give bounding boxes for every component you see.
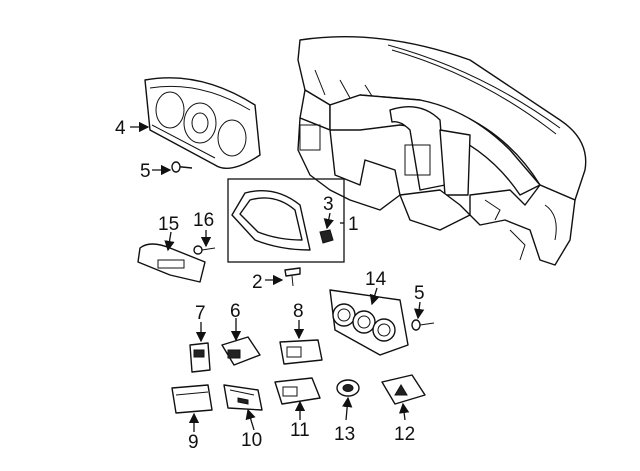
screw-5-right [411,319,435,331]
callout-11: 11 [290,420,310,441]
callout-labels: 1 2 3 4 5 5 6 7 8 9 10 11 12 13 14 15 16 [115,118,425,453]
switch-6 [221,336,261,366]
leader-lines [130,121,425,432]
callout-9: 9 [188,432,199,453]
callout-6: 6 [230,301,241,322]
callout-2: 2 [252,272,263,293]
cluster-bezel [231,190,311,251]
callout-10: 10 [241,430,262,451]
callout-7: 7 [195,303,206,324]
assembly-group-box [227,178,345,263]
callout-1: 1 [348,214,359,235]
callout-5-right: 5 [414,283,425,304]
screw-16 [193,245,216,255]
callout-16: 16 [193,210,214,231]
switch-10 [223,384,263,411]
switch-8 [279,339,323,365]
callout-13: 13 [334,424,355,445]
callout-12: 12 [394,424,415,445]
switch-11 [274,377,321,405]
switch-9 [171,384,213,414]
trim-cover [137,243,206,283]
hazard-switch-12 [381,374,426,405]
switch-13 [336,379,360,397]
bezel-clip [319,229,334,244]
instrument-cluster [144,77,261,169]
callout-15: 15 [158,214,179,235]
screw-5-left [171,161,193,173]
switch-7 [189,342,211,373]
heater-control [329,289,409,356]
callout-4: 4 [115,118,126,139]
instrument-panel [297,36,587,266]
callout-5-left: 5 [140,161,151,182]
callout-14: 14 [365,269,387,290]
callout-3: 3 [323,194,334,215]
callout-8: 8 [293,301,304,322]
screw-2 [284,267,301,287]
